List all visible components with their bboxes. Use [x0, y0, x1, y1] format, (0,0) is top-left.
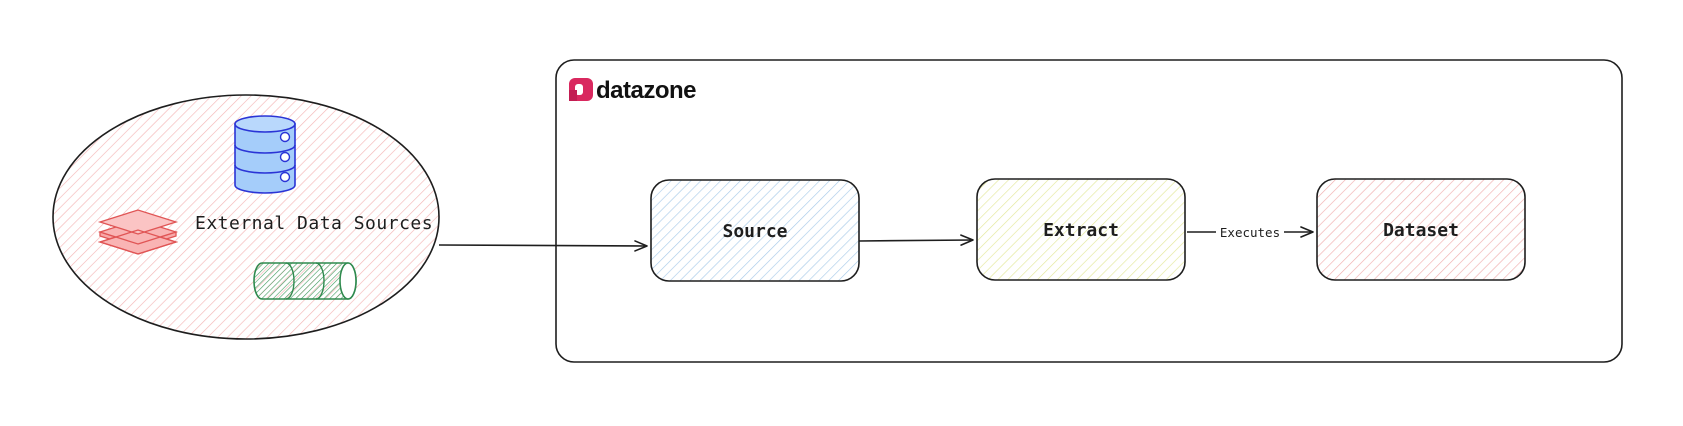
extract-node-label: Extract	[1043, 220, 1119, 241]
dataset-node[interactable]: Dataset	[1316, 178, 1526, 281]
edge-sources-to-source	[438, 240, 648, 252]
source-node-label: Source	[722, 221, 787, 242]
datazone-logo: datazone	[569, 77, 697, 104]
source-node[interactable]: Source	[650, 179, 860, 282]
external-data-sources-label: External Data Sources	[195, 213, 433, 234]
datazone-brand-name: datazone	[596, 77, 696, 104]
layers-icon	[97, 209, 179, 255]
pipe-icon	[253, 262, 357, 300]
dataset-node-label: Dataset	[1383, 220, 1459, 241]
external-data-sources-group: External Data Sources	[52, 94, 440, 340]
extract-node[interactable]: Extract	[976, 178, 1186, 281]
datazone-logo-icon	[569, 78, 593, 101]
edge-extract-to-dataset: Executes	[1187, 225, 1314, 240]
edge-source-to-extract	[858, 234, 974, 246]
edge-executes-label: Executes	[1220, 225, 1280, 240]
database-icon	[234, 115, 296, 194]
datazone-container: datazone Source Extract Dataset	[555, 59, 1623, 363]
